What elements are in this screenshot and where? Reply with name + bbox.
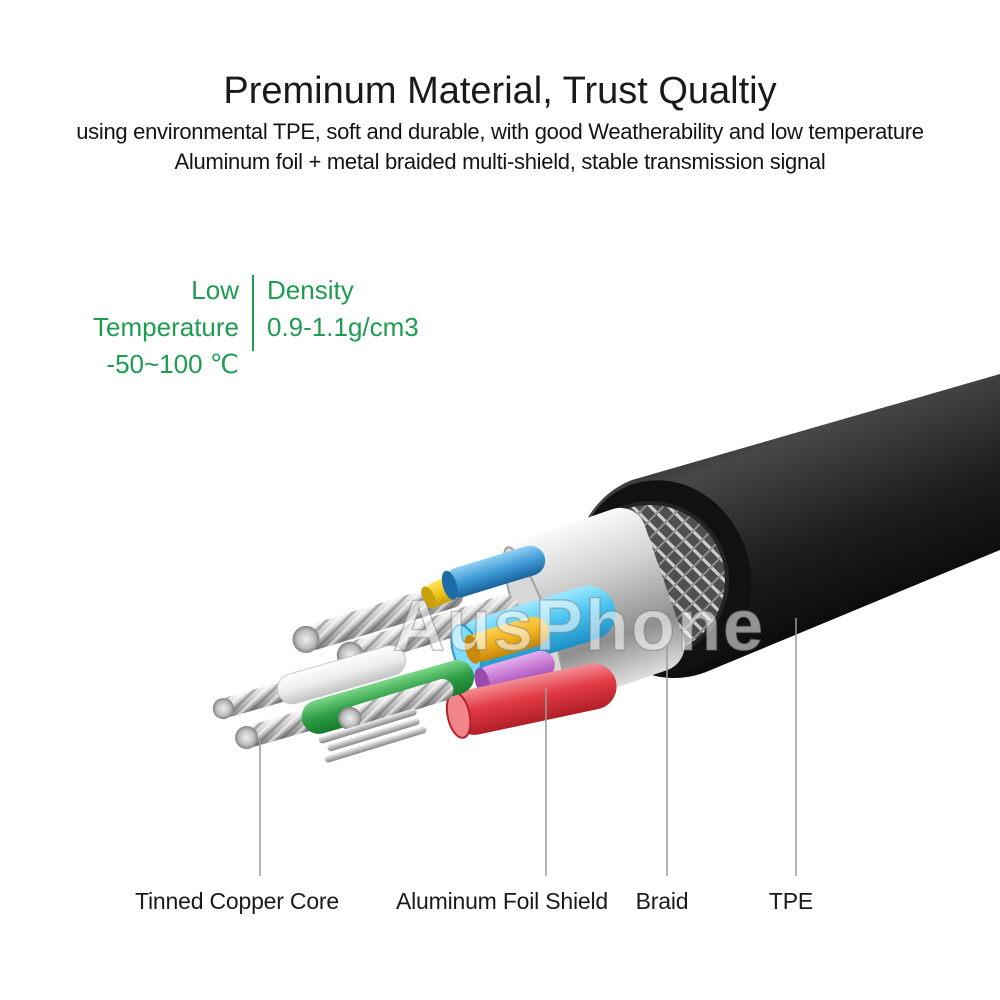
wire-blue bbox=[441, 545, 546, 600]
watermark: AusPhone bbox=[393, 586, 765, 666]
callout-label-braid: Braid bbox=[635, 888, 689, 914]
callout-label-aluminum-foil-shield: Aluminum Foil Shield bbox=[395, 888, 609, 914]
spec-low-temperature-value: -50~100 ℃ bbox=[106, 349, 239, 379]
spec-density-value: 0.9-1.1g/cm3 bbox=[267, 312, 419, 342]
wire-red bbox=[445, 663, 617, 739]
drain-wire-strands bbox=[318, 679, 454, 763]
page-title: Preminum Material, Trust Qualtiy bbox=[223, 70, 777, 112]
callout-label-tinned-copper-core: Tinned Copper Core bbox=[135, 888, 339, 914]
subtitle-line-2: Aluminum foil + metal braided multi-shie… bbox=[174, 149, 826, 174]
callout-label-tpe: TPE bbox=[768, 888, 814, 914]
wire-orange bbox=[464, 616, 549, 664]
subtitle-line-1: using environmental TPE, soft and durabl… bbox=[76, 119, 924, 144]
spec-table: Low Temperature -50~100 ℃ Density 0.9-1.… bbox=[55, 272, 419, 383]
wire-white bbox=[212, 645, 407, 720]
spec-low-temperature-label: Low Temperature bbox=[93, 275, 239, 342]
spec-divider bbox=[252, 275, 254, 351]
spec-low-temperature: Low Temperature -50~100 ℃ bbox=[55, 272, 252, 383]
spec-density-label: Density bbox=[267, 275, 354, 305]
spec-density: Density 0.9-1.1g/cm3 bbox=[254, 272, 419, 383]
